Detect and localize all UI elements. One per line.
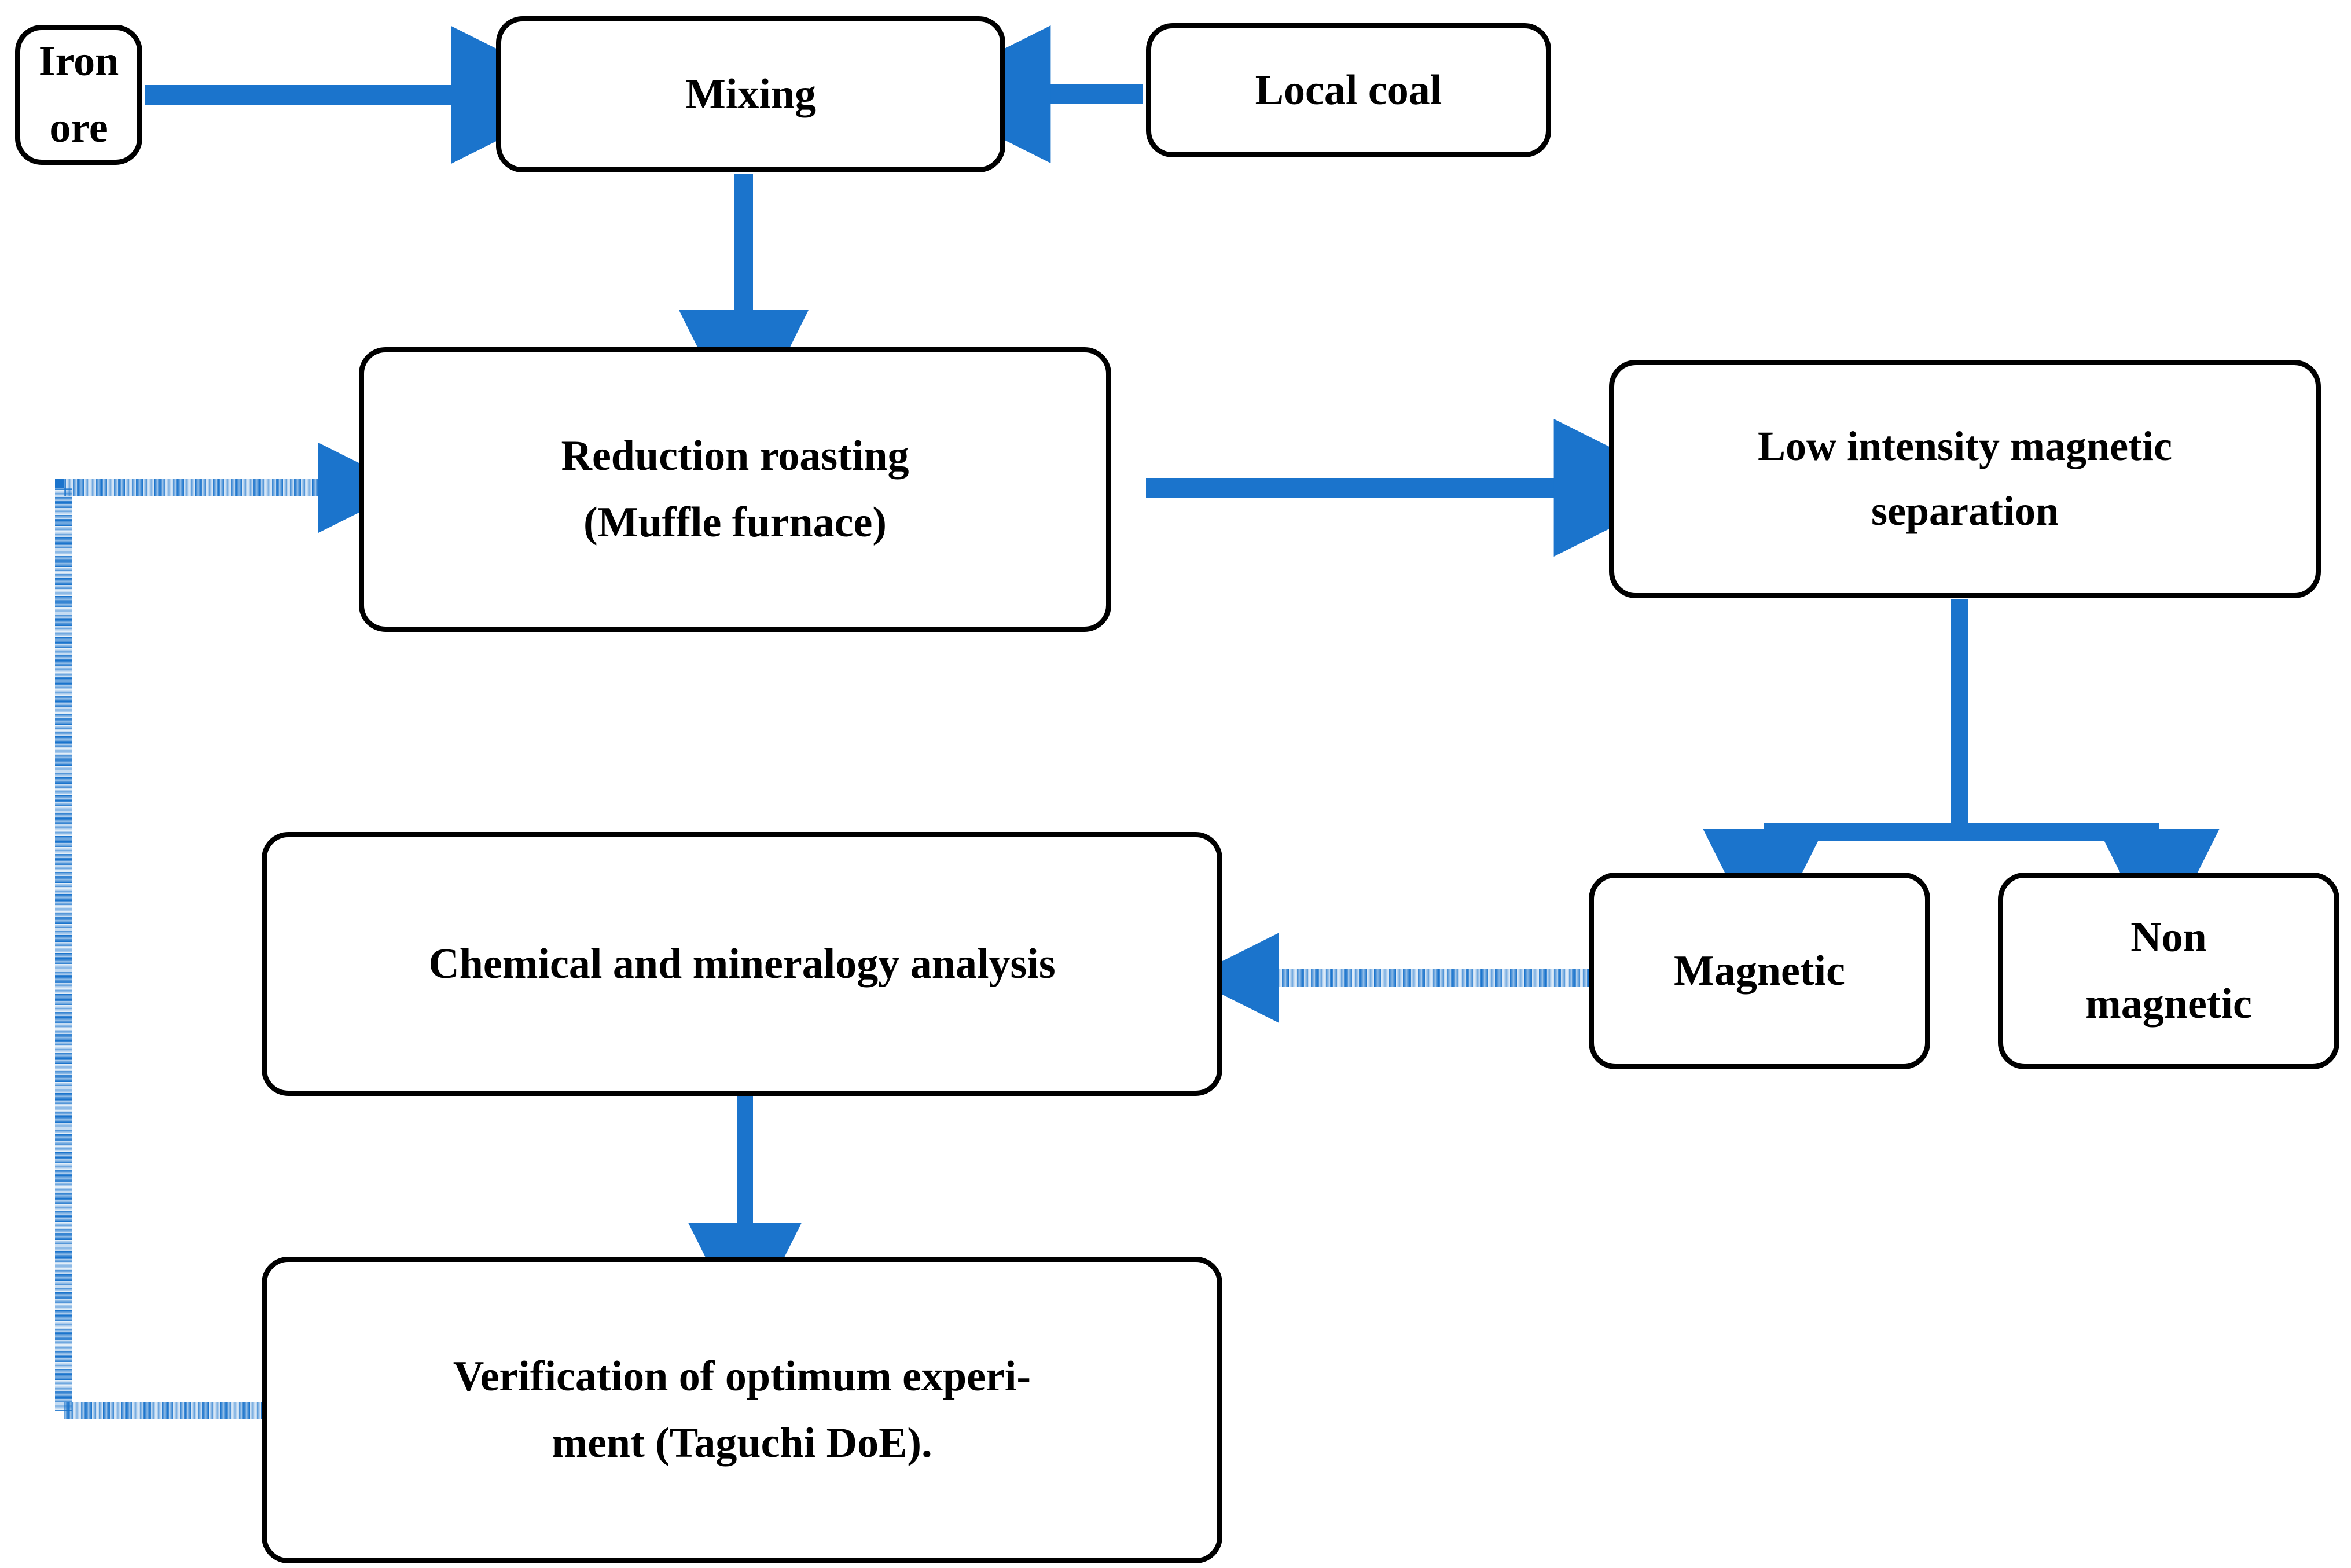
node-chemical-and-mineralogy-analysis[interactable]: Chemical and mineralogy analysis — [262, 832, 1222, 1096]
node-non-magnetic-line2: magnetic — [2085, 980, 2252, 1028]
node-iron-ore-label: Iron ore — [38, 38, 119, 152]
edge-lims-split — [1703, 599, 2220, 950]
edge-verification-to-reduction-roasting — [55, 443, 409, 1419]
node-lims-line2: separation — [1871, 488, 2059, 534]
node-mixing-label: Mixing — [685, 70, 817, 118]
node-mixing[interactable]: Mixing — [496, 16, 1005, 172]
node-local-coal[interactable]: Local coal — [1146, 23, 1551, 157]
node-magnetic[interactable]: Magnetic — [1589, 873, 1930, 1069]
node-magnetic-label: Magnetic — [1674, 947, 1845, 995]
node-non-magnetic-line1: Non — [2130, 914, 2207, 962]
node-non-magnetic[interactable]: Non magnetic — [1998, 873, 2339, 1069]
node-reduction-roasting[interactable]: Reduction roasting (Muffle furnace) — [359, 347, 1111, 632]
node-reduction-roasting-line2: (Muffle furnace) — [583, 499, 887, 546]
node-local-coal-label: Local coal — [1255, 66, 1442, 114]
node-verification-line2: ment (Taguchi DoE). — [552, 1419, 932, 1467]
node-verification-of-optimum-experiment[interactable]: Verification of optimum experi- ment (Ta… — [262, 1257, 1222, 1563]
node-chemical-analysis-label: Chemical and mineralogy analysis — [428, 940, 1056, 988]
node-reduction-roasting-line1: Reduction roasting — [561, 432, 909, 480]
node-low-intensity-magnetic-separation[interactable]: Low intensity magnetic separation — [1609, 360, 2321, 598]
node-iron-ore[interactable]: Iron ore — [15, 25, 142, 165]
node-lims-line1: Low intensity magnetic — [1758, 423, 2172, 470]
node-verification-line1: Verification of optimum experi- — [453, 1353, 1031, 1401]
